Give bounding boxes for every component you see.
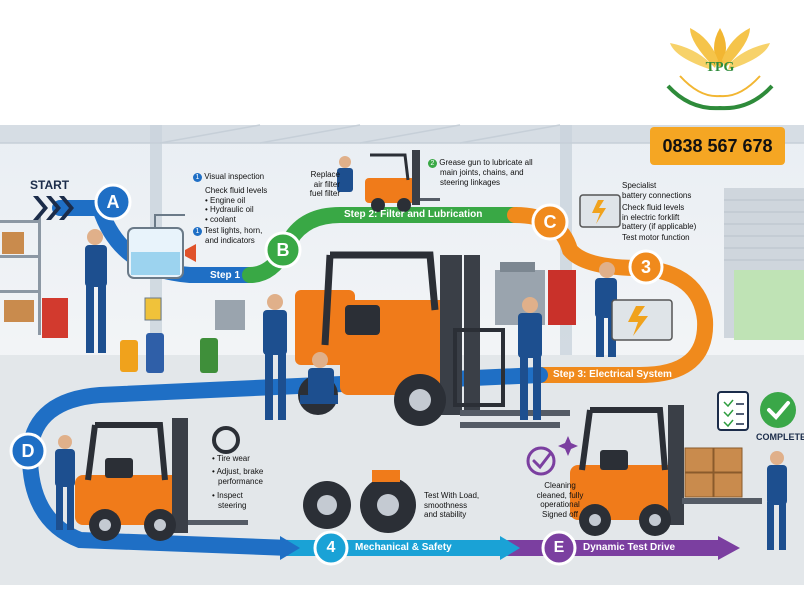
logo-text: TPG	[705, 60, 735, 75]
note-battery-fluid: Check fluid levels in electric forklift …	[622, 203, 696, 232]
start-chevron-icon	[33, 196, 74, 220]
phone-number[interactable]: 0838 567 678	[650, 127, 785, 165]
note-item: • Hydraulic oil	[205, 205, 254, 214]
mechanic-h	[337, 156, 353, 192]
fluid-tank-icon	[127, 214, 185, 321]
badge-3: 3	[640, 256, 651, 277]
note-battery: Specialist battery connections	[622, 181, 691, 200]
note-text: steering	[218, 500, 247, 510]
footer-area	[0, 585, 804, 602]
forklift-top-illustration	[365, 150, 440, 212]
note-text: steering linkages	[440, 177, 501, 187]
verified-check-icon	[526, 446, 556, 476]
mechanic-b	[263, 294, 287, 420]
note-cleaning: Cleaning cleaned, fully operational Sign…	[530, 481, 590, 519]
note-filter: Replace air filter fuel filter	[298, 170, 340, 199]
note-steering: • Inspect steering	[212, 491, 246, 510]
note-text: air filter	[313, 179, 340, 189]
note-text: battery connections	[622, 190, 692, 200]
arrow-head-icon	[718, 536, 740, 560]
badge-a: A	[106, 191, 120, 212]
note-text: and indicators	[205, 236, 255, 245]
note-text: Test lights, horn,	[204, 226, 263, 235]
note-text: battery (if applicable)	[622, 222, 697, 231]
note-number: 1	[193, 227, 202, 236]
badge-4: 4	[326, 539, 336, 556]
mechanic-c	[300, 352, 338, 404]
note-lights: 1 Test lights, horn, and indicators	[193, 226, 262, 246]
check-circle-icon	[760, 392, 796, 428]
clipboard-icon	[717, 391, 749, 431]
badge-c: C	[543, 211, 557, 232]
note-text: Specialist	[622, 181, 657, 190]
note-text: • Adjust, brake	[212, 467, 264, 476]
note-load-test: Test With Load, smoothness and stability	[424, 491, 479, 520]
note-number: 1	[193, 173, 202, 182]
note-text: Visual inspection	[204, 172, 265, 181]
forklift-left-illustration	[75, 418, 248, 541]
battery-icon	[579, 194, 673, 341]
header-area	[0, 0, 804, 125]
horn-icon	[185, 244, 196, 262]
note-visual-inspection: 1 Visual inspection	[193, 172, 264, 182]
note-tire: • Tire wear	[212, 454, 250, 463]
mechanic-f	[55, 435, 75, 530]
mechanic-d	[518, 297, 542, 420]
note-text: cleaned, fully	[536, 490, 584, 500]
note-text: • Inspect	[212, 491, 243, 500]
note-text: Grease gun to lubricate all	[439, 158, 533, 167]
note-grease: 2 Grease gun to lubricate all main joint…	[428, 158, 533, 187]
arrow-head-icon	[280, 536, 300, 560]
start-label: START	[30, 178, 70, 192]
arrow-head-icon	[500, 536, 520, 560]
note-number: 2	[428, 159, 437, 168]
note-text: smoothness	[424, 500, 468, 510]
mechanic-a	[85, 229, 107, 353]
note-text: main joints, chains, and	[440, 168, 524, 177]
step-3-label: Step 3: Electrical System	[553, 369, 672, 380]
note-text: operational	[540, 500, 580, 509]
step-badges	[9, 183, 664, 566]
note-brake: • Adjust, brake performance	[212, 467, 263, 486]
note-text: Cleaning	[544, 481, 576, 490]
step-5-label: Dynamic Test Drive	[583, 542, 676, 553]
note-item: • coolant	[205, 214, 236, 224]
note-text: in electric forklift	[622, 212, 680, 222]
note-text: Test With Load,	[424, 491, 480, 500]
note-text: Check fluid levels	[622, 203, 685, 212]
badge-e: E	[553, 539, 565, 556]
lotus-logo-icon	[666, 28, 774, 111]
note-text: Replace	[310, 170, 340, 179]
note-text: and stability	[424, 510, 467, 519]
badge-d: D	[21, 440, 35, 461]
tire-icons	[212, 426, 416, 533]
complete-label: COMPLETE	[756, 432, 804, 442]
step-2-label: Step 2: Filter and Lubrication	[344, 209, 483, 220]
note-motor: Test motor function	[622, 233, 690, 242]
note-text: fuel filter	[309, 189, 340, 198]
note-fluid-levels: Check fluid levels • Engine oil • Hydrau…	[205, 186, 267, 224]
forklift-right-illustration	[570, 405, 762, 536]
step-1-label: Step 1	[210, 270, 241, 281]
note-text: performance	[218, 476, 263, 486]
sparkle-icon	[558, 436, 578, 456]
badge-b: B	[276, 239, 290, 260]
note-title: Check fluid levels	[205, 186, 268, 195]
oil-bottle-icons	[120, 333, 218, 373]
note-text: Signed off	[542, 509, 578, 519]
note-item: • Engine oil	[205, 195, 246, 205]
mechanic-figures	[55, 156, 787, 550]
mechanic-g	[767, 451, 787, 550]
step-4-label: Mechanical & Safety	[355, 542, 452, 553]
